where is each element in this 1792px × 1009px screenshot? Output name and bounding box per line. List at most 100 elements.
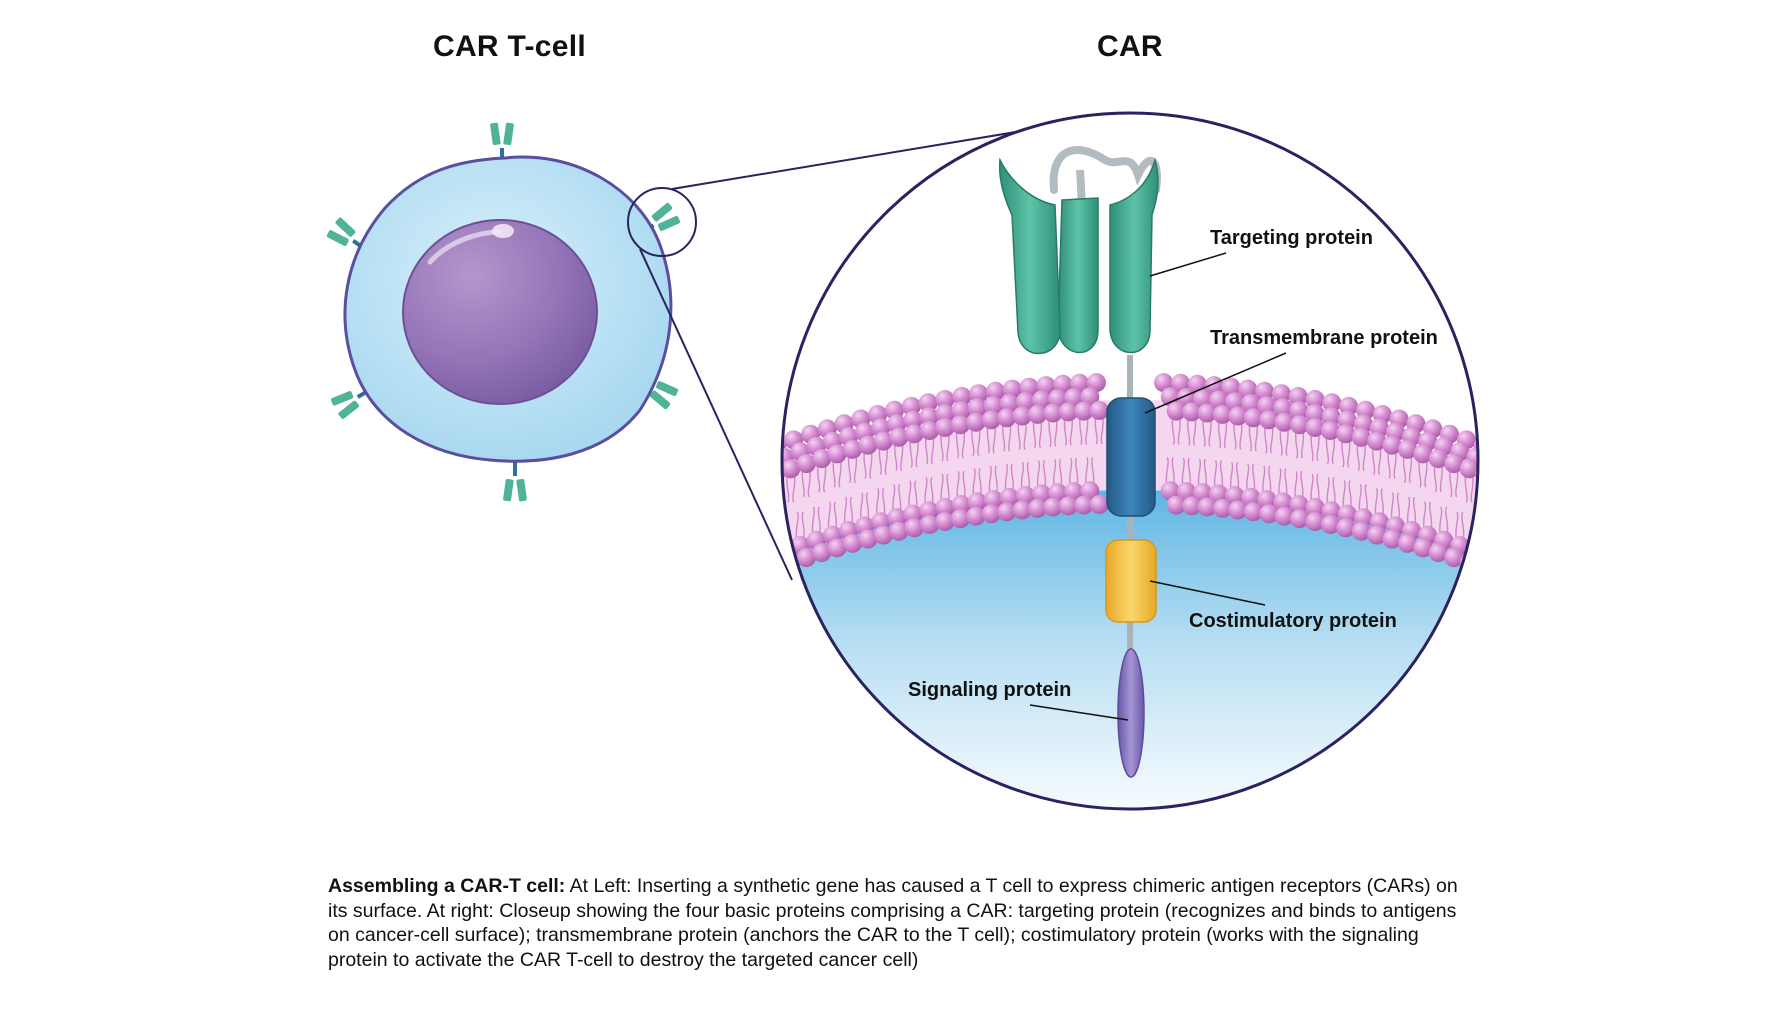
lipid-head [812, 449, 832, 469]
lipid-head [1012, 406, 1032, 426]
lipid-head [1274, 412, 1294, 432]
lipid-head [1337, 410, 1357, 430]
lipid-head [1228, 406, 1248, 426]
lipid-head [1305, 498, 1325, 517]
lipid-head [873, 431, 893, 451]
lipid-head [1273, 492, 1293, 512]
lipid-head [1336, 424, 1356, 444]
lipid-head [1015, 486, 1035, 506]
lipid-head [1166, 401, 1186, 421]
lipid-head [1483, 454, 1502, 473]
signaling-protein [1117, 648, 1145, 778]
receptor-top [490, 122, 514, 162]
lipid-head [1289, 401, 1309, 421]
label-signaling-protein: Signaling protein [908, 679, 1071, 701]
lipid-head [1225, 486, 1245, 506]
t-cell [326, 122, 697, 502]
lipid-head [1154, 373, 1174, 393]
lipid-head [1351, 427, 1371, 447]
lipid-head [1192, 389, 1212, 409]
lipid-head [935, 404, 955, 423]
lipid-head [1255, 381, 1274, 401]
lipid-head [1320, 515, 1340, 534]
lipid-head [889, 427, 909, 447]
lipid-head [1032, 484, 1051, 504]
lipid-head [1213, 404, 1232, 424]
lipid-tail [1487, 474, 1489, 507]
lipid-head [918, 393, 938, 413]
lipid-head [1398, 533, 1417, 553]
lipid-tail [770, 524, 772, 557]
lipid-head [981, 504, 1001, 524]
lipid-head [858, 529, 878, 549]
lipid-head [1321, 407, 1341, 427]
lipid-head [1288, 387, 1308, 406]
lipid-head [1028, 498, 1047, 518]
lipid-head [1491, 443, 1510, 462]
lipid-head [1290, 509, 1310, 529]
lipid-head [1241, 487, 1261, 507]
receptor-bottom [503, 462, 527, 502]
lipid-head [1289, 495, 1309, 515]
lipid-head [1166, 495, 1186, 515]
lipid-head [858, 435, 878, 455]
lipid-head [1032, 390, 1051, 410]
lipid-head [1213, 498, 1232, 518]
lipid-head [1064, 482, 1084, 502]
lipid-head [1086, 373, 1106, 393]
lipid-head [1459, 459, 1478, 479]
lipid-head [1321, 501, 1341, 521]
lipid-head [903, 504, 923, 524]
lipid-tail [764, 524, 766, 557]
lipid-head [1320, 421, 1340, 440]
lipid-tail [778, 474, 780, 507]
lipid-head [1176, 482, 1196, 502]
lipid-head [1243, 502, 1263, 522]
targeting-protein [998, 146, 1161, 355]
costimulatory-protein [1105, 539, 1157, 623]
cell-nucleus [402, 219, 598, 405]
lipid-head [1337, 504, 1357, 524]
lipid-head [1257, 490, 1277, 510]
lipid-tail [1494, 524, 1496, 557]
lipid-head [1221, 377, 1241, 397]
lipid-head [873, 525, 893, 545]
lipid-head [1382, 529, 1402, 549]
lipid-head [935, 390, 955, 409]
lipid-head [796, 454, 816, 474]
lipid-head [966, 506, 986, 526]
lipid-head [950, 509, 970, 529]
lipid-head [1036, 376, 1056, 396]
lipid-tail [1477, 517, 1478, 552]
lipid-head [1182, 402, 1202, 422]
lipid-head [997, 502, 1017, 522]
lipid-head [1089, 401, 1109, 420]
lipid-head [1064, 388, 1084, 408]
lipid-head [1048, 389, 1068, 409]
lipid-tail [762, 480, 764, 513]
lipid-tail [782, 517, 783, 552]
lipid-head [1070, 373, 1089, 393]
lipid-head [1305, 512, 1325, 531]
lipid-head [1336, 518, 1356, 538]
lipid-head [751, 471, 770, 490]
zoom-line-bottom [639, 248, 793, 581]
lipid-head [1048, 483, 1068, 503]
lipid-head [1305, 390, 1325, 409]
lipid-head [920, 421, 940, 440]
lipid-head [1089, 495, 1109, 514]
lipid-head [1322, 393, 1342, 413]
lipid-head [999, 393, 1019, 413]
lipid-head [950, 415, 970, 435]
lipid-head [967, 398, 987, 418]
lipid-head [1444, 454, 1464, 474]
lipid-head [966, 412, 986, 432]
lipid-head [1074, 495, 1094, 515]
lipid-head [1428, 449, 1448, 469]
lipid-head [1058, 402, 1078, 422]
lipid-head [1015, 392, 1035, 412]
lipid-head [919, 407, 939, 427]
lipid-head [1028, 404, 1047, 424]
lipid-head [1351, 521, 1371, 541]
lipid-head [1367, 525, 1387, 545]
